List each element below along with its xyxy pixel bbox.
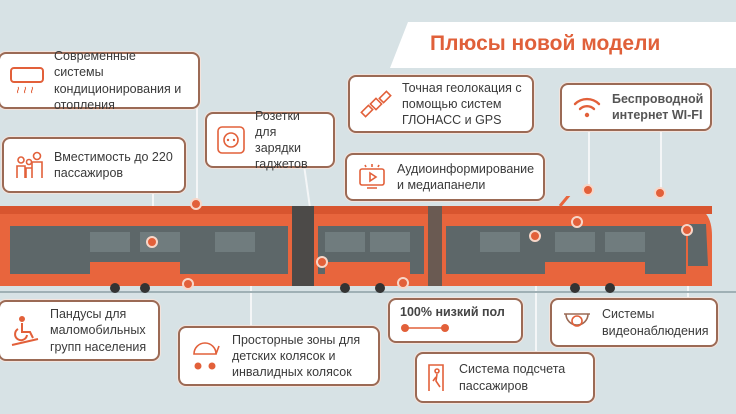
wifi-icon <box>573 97 601 118</box>
marker-dot <box>190 198 202 210</box>
connector-line <box>588 130 590 190</box>
tram-illustration <box>0 196 736 293</box>
connector-line <box>250 270 252 326</box>
feature-text: Система подсчета пассажиров <box>459 362 566 393</box>
camera-icon <box>564 312 590 327</box>
marker-dot <box>182 278 194 290</box>
stroller-icon <box>193 342 220 370</box>
feature-text: Пандусы для маломобильных групп населени… <box>50 307 147 354</box>
feature-card-sockets: Розетки для зарядки гаджетов <box>205 109 335 171</box>
counter-icon <box>428 363 444 391</box>
feature-card-counter: Система подсчета пассажиров <box>415 352 595 403</box>
feature-text: Вместимость до 220 пассажиров <box>54 149 173 180</box>
feature-text: Современные системы кондиционирования и … <box>54 49 182 112</box>
feature-card-video: Системы видеонаблюдения <box>550 298 718 347</box>
feature-card-media: Аудиоинформирование и медиапанели <box>345 153 545 201</box>
marker-dot <box>316 256 328 268</box>
feature-text: 100% низкий пол <box>400 305 505 319</box>
low-floor-icon <box>401 324 449 333</box>
satellite-icon <box>360 90 392 118</box>
air-conditioner-icon <box>10 66 44 93</box>
marker-dot <box>681 224 693 236</box>
page-title: Плюсы новой модели <box>430 32 661 55</box>
socket-icon <box>217 126 245 154</box>
feature-text: Аудиоинформирование и медиапанели <box>397 161 535 192</box>
feature-card-geolocation: Точная геолокация с помощью систем ГЛОНА… <box>348 75 534 133</box>
wheelchair-ramp-icon <box>11 315 39 346</box>
passengers-icon <box>16 151 43 178</box>
feature-text: Системы видеонаблюдения <box>602 307 709 338</box>
title-banner <box>390 22 736 68</box>
feature-text: Точная геолокация с помощью систем ГЛОНА… <box>402 80 522 128</box>
connector-line <box>660 130 662 193</box>
feature-text: Беспроводной интернет WI-FI <box>612 91 704 122</box>
feature-text: Просторные зоны для детских колясок и ин… <box>232 332 361 380</box>
connector-line <box>196 108 198 204</box>
media-panel-icon <box>359 164 385 189</box>
feature-card-ramps: Пандусы для маломобильных групп населени… <box>0 300 160 361</box>
feature-card-low-floor: 100% низкий пол <box>388 298 523 343</box>
feature-card-capacity: Вместимость до 220 пассажиров <box>2 137 186 193</box>
feature-card-climate: Современные системы кондиционирования и … <box>0 49 200 112</box>
connector-line <box>535 236 537 352</box>
marker-dot <box>654 187 666 199</box>
feature-text: Розетки для зарядки гаджетов <box>255 108 308 172</box>
marker-dot <box>397 277 409 289</box>
feature-card-wifi: Беспроводной интернет WI-FI <box>560 83 712 131</box>
marker-dot <box>146 236 158 248</box>
marker-dot <box>582 184 594 196</box>
marker-dot <box>529 230 541 242</box>
feature-card-strollers: Просторные зоны для детских колясок и ин… <box>178 326 380 386</box>
marker-dot <box>571 216 583 228</box>
